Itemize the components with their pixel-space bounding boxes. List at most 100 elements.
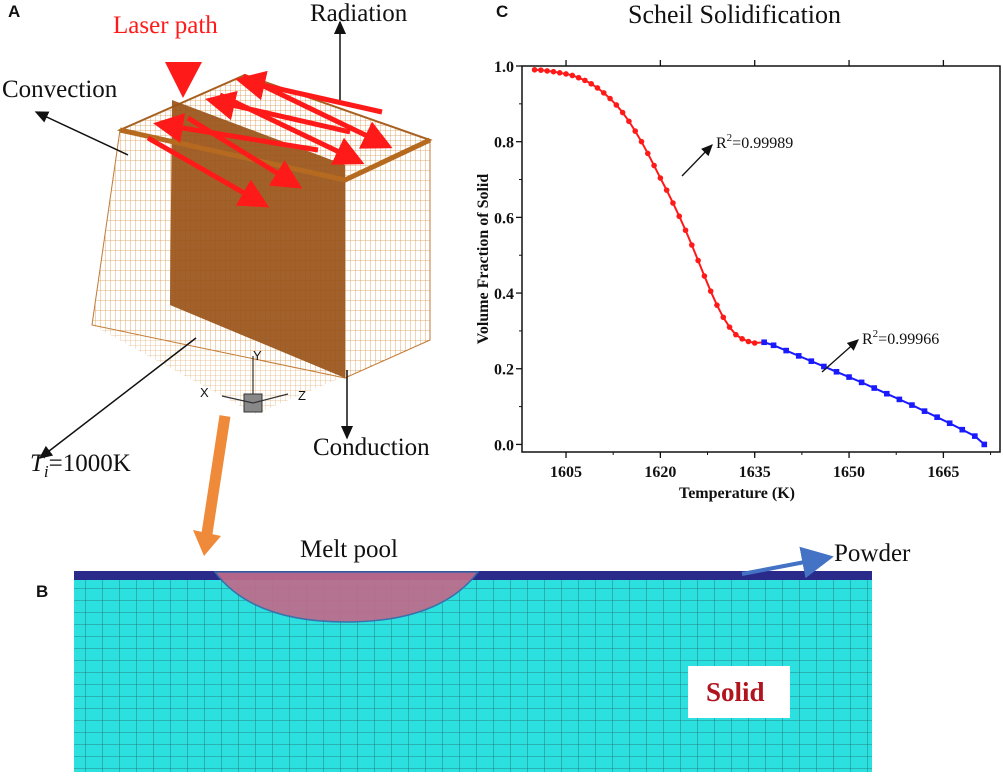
series-point-1 bbox=[575, 74, 582, 81]
conduction-label: Conduction bbox=[313, 434, 430, 461]
series-point-1 bbox=[739, 336, 745, 342]
y-tick-label: 0.4 bbox=[494, 286, 514, 303]
series-point-1 bbox=[726, 324, 733, 330]
y-tick-label: 0.6 bbox=[494, 210, 514, 227]
powder-arrow bbox=[741, 546, 834, 579]
annotation-label-2: R2=0.99966 bbox=[862, 328, 939, 348]
series-point-1 bbox=[544, 68, 550, 74]
series-point-1 bbox=[695, 257, 701, 264]
series-point-1 bbox=[569, 72, 576, 79]
series-point-1 bbox=[707, 288, 714, 294]
series-point-1 bbox=[538, 67, 544, 73]
series-point-1 bbox=[676, 213, 683, 220]
series-point-1 bbox=[689, 242, 695, 248]
series-point-1 bbox=[594, 85, 601, 91]
series-point-1 bbox=[582, 77, 588, 84]
series-point-2 bbox=[833, 368, 840, 375]
series-point-1 bbox=[626, 118, 632, 125]
series-point-1 bbox=[550, 68, 557, 75]
series-point-1 bbox=[714, 302, 720, 308]
y-tick-label: 0.0 bbox=[494, 437, 514, 454]
y-tick-label: 0.8 bbox=[494, 135, 514, 152]
series-point-1 bbox=[531, 66, 538, 73]
series-point-2 bbox=[934, 414, 940, 420]
mesh-box-diagram bbox=[34, 20, 433, 556]
series-point-1 bbox=[563, 71, 569, 77]
series-point-1 bbox=[745, 338, 752, 345]
solid-label: Solid bbox=[706, 677, 765, 707]
chart-title: Scheil Solidification bbox=[628, 0, 842, 29]
series-point-1 bbox=[751, 340, 758, 346]
series-point-1 bbox=[644, 150, 651, 157]
x-axis-label: Temperature (K) bbox=[679, 485, 795, 502]
series-point-2 bbox=[795, 353, 802, 359]
series-point-2 bbox=[858, 379, 865, 386]
laser-marker-icon bbox=[165, 62, 202, 98]
laser-arrow-6 bbox=[153, 113, 319, 153]
series-point-2 bbox=[981, 441, 988, 448]
series-point-2 bbox=[896, 396, 903, 403]
initial-temp-arrow bbox=[38, 337, 197, 459]
series-point-1 bbox=[638, 138, 645, 145]
series-point-2 bbox=[972, 433, 978, 439]
x-tick-label: 1635 bbox=[739, 464, 771, 481]
panel-label-a: A bbox=[8, 2, 21, 21]
laser-path-label: Laser path bbox=[113, 12, 218, 39]
laser-path-arrows bbox=[146, 70, 393, 208]
x-tick-label: 1650 bbox=[833, 464, 865, 481]
series-point-1 bbox=[663, 187, 670, 193]
annotation-arrow-1 bbox=[681, 144, 713, 177]
laser-arrow-7 bbox=[146, 135, 270, 208]
series-point-2 bbox=[871, 385, 878, 391]
melt-pool-region bbox=[213, 571, 480, 623]
panel-link-arrow bbox=[200, 415, 231, 541]
substrate-mesh bbox=[74, 578, 872, 772]
series-point-1 bbox=[588, 80, 594, 87]
panel-label-b: B bbox=[36, 582, 49, 601]
initial-temp-subscript: i bbox=[43, 462, 49, 481]
series-line-1 bbox=[534, 68, 765, 345]
convection-arrow bbox=[34, 111, 129, 156]
series-point-1 bbox=[733, 331, 739, 338]
series-point-1 bbox=[613, 102, 620, 108]
series-point-2 bbox=[808, 358, 815, 364]
series-point-1 bbox=[657, 175, 664, 181]
initial-temp-label: Ti=1000K bbox=[30, 450, 131, 482]
powder-layer bbox=[74, 571, 872, 580]
panel-link-arrowhead bbox=[193, 530, 221, 556]
plot-frame bbox=[521, 65, 1001, 453]
x-tick-label: 1620 bbox=[644, 464, 676, 481]
series-point-1 bbox=[651, 162, 657, 169]
series-point-1 bbox=[632, 128, 639, 134]
series-point-1 bbox=[600, 90, 607, 96]
x-tick-label: 1605 bbox=[550, 464, 582, 481]
mesh-top-rim bbox=[119, 127, 432, 183]
series-point-2 bbox=[883, 390, 890, 397]
series-point-2 bbox=[821, 363, 827, 370]
powder-label: Powder bbox=[834, 540, 911, 567]
panel-label-c: C bbox=[496, 2, 509, 21]
convection-label: Convection bbox=[2, 76, 118, 103]
series-point-1 bbox=[701, 273, 708, 279]
axis-y-label: Y bbox=[253, 348, 262, 363]
laser-arrow-4 bbox=[205, 90, 351, 135]
radiation-label: Radiation bbox=[310, 0, 408, 27]
series-point-1 bbox=[682, 227, 689, 234]
y-tick-label: 1.0 bbox=[494, 59, 514, 76]
series-point-1 bbox=[720, 314, 727, 321]
series-point-1 bbox=[556, 70, 563, 76]
annotation-label-1: R2=0.99989 bbox=[716, 132, 793, 152]
series-point-1 bbox=[607, 95, 613, 102]
series-point-2 bbox=[959, 426, 966, 433]
coordinate-axes-icon bbox=[221, 356, 289, 413]
series-point-2 bbox=[770, 342, 777, 349]
initial-temp-symbol: T bbox=[30, 450, 44, 477]
annotation-arrow-2 bbox=[821, 339, 859, 373]
series-point-1 bbox=[670, 200, 676, 206]
series-point-2 bbox=[783, 347, 789, 354]
series-point-2 bbox=[946, 420, 953, 427]
series-point-2 bbox=[909, 402, 915, 408]
series-point-2 bbox=[921, 408, 928, 414]
substrate-region bbox=[74, 578, 872, 772]
series-point-2 bbox=[761, 339, 767, 346]
